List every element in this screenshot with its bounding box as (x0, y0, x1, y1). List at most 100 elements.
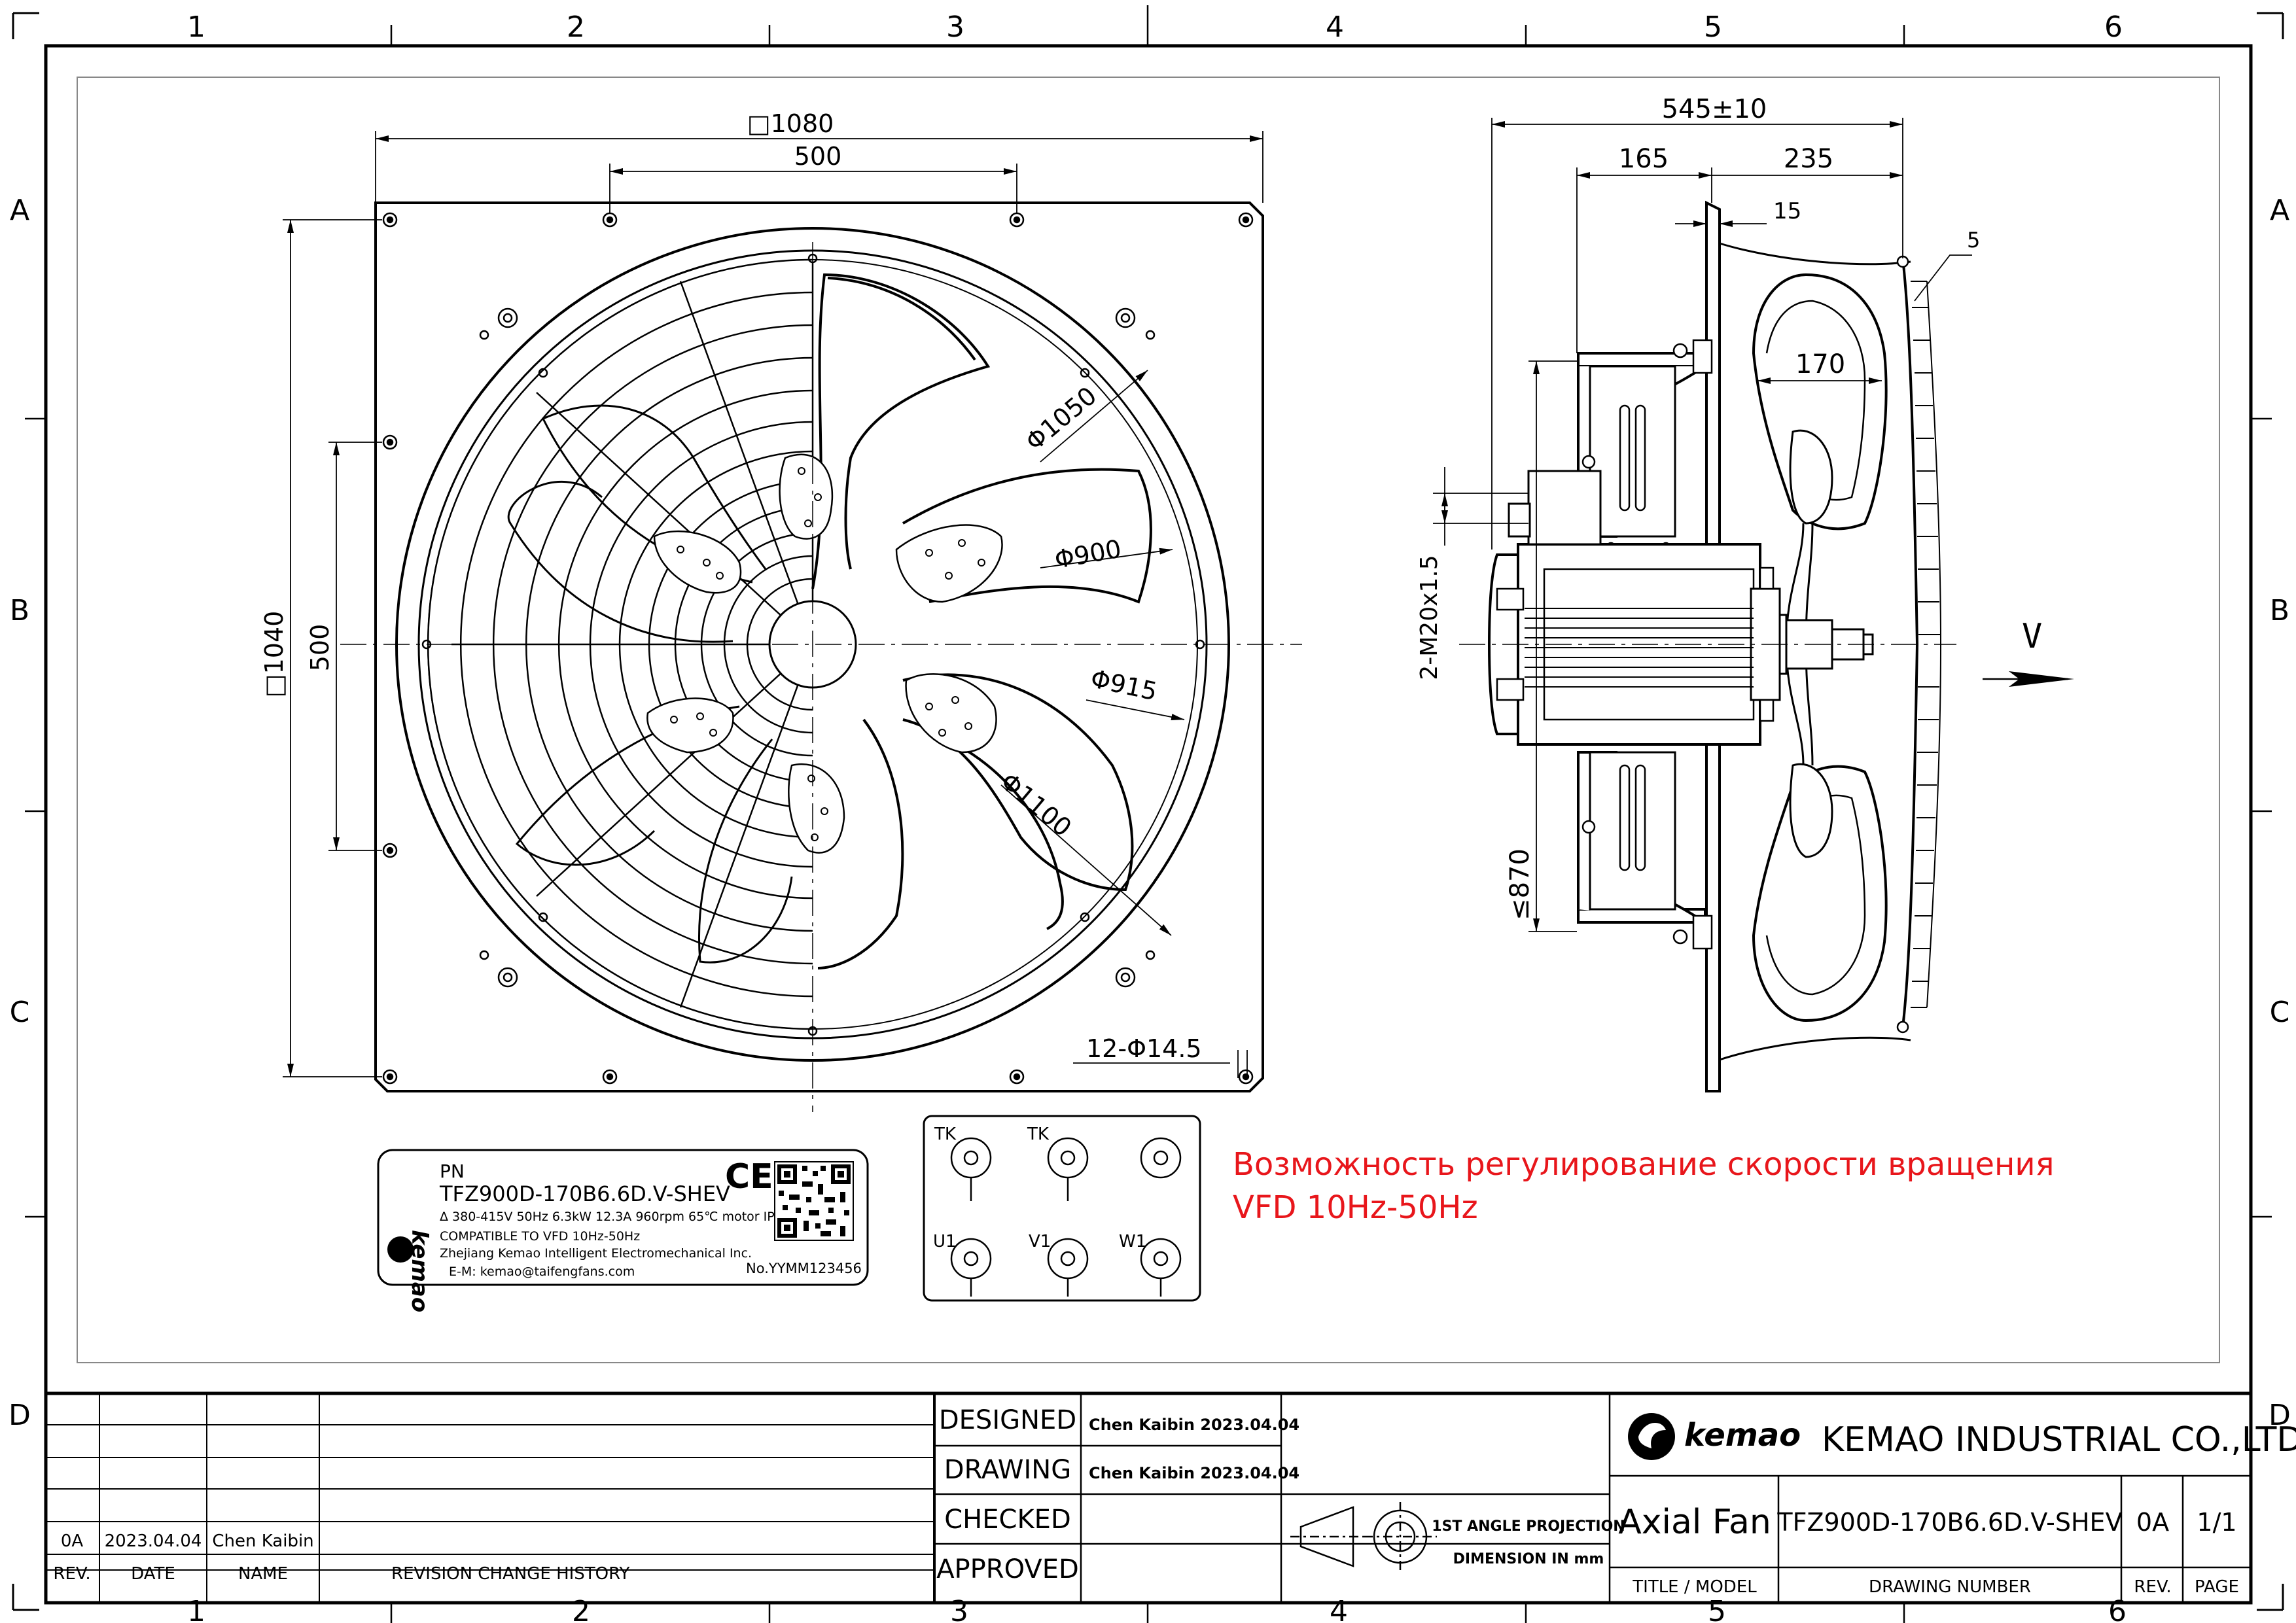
blades-right (811, 273, 1152, 969)
side-guard (1901, 258, 1919, 1028)
nameplate-brand: kemao (406, 1230, 433, 1312)
dim-blade-diameter: Φ900 (1052, 534, 1123, 574)
nameplate-model: TFZ900D-170B6.6D.V-SHEV (439, 1181, 730, 1206)
zone-row-c-left: C (10, 996, 30, 1029)
terminal-diagram: TK TK U1 V1 W1 (923, 1115, 1201, 1302)
revision-value: 0A (2136, 1508, 2169, 1537)
dim-depth-rear: 235 (1784, 144, 1833, 174)
header-date: DATE (131, 1564, 175, 1584)
zone-col-6-top: 6 (2104, 10, 2123, 44)
zone-labels: 1 2 3 4 5 6 1 2 3 4 5 6 A B C D A B C D (9, 10, 2291, 1623)
mounting-plate (374, 201, 1264, 1092)
title-label: TITLE / MODEL (1632, 1577, 1757, 1597)
zone-col-4-top: 4 (1326, 10, 1344, 44)
dim-hole-circle-diameter: Φ1100 (995, 767, 1077, 842)
dim-overall-height: □1040 (260, 611, 289, 698)
dim-flange: 15 (1773, 198, 1801, 224)
side-bracket (1577, 352, 1706, 924)
nameplate-specs: Δ 380-415V 50Hz 6.3kW 12.3A 960rpm 65℃ m… (440, 1210, 790, 1224)
side-dimension-lines (1433, 118, 1972, 932)
zone-col-3-top: 3 (946, 10, 964, 44)
side-venturi (1719, 242, 1911, 1061)
rev-row-rev: 0A (61, 1531, 84, 1551)
number-label: DRAWING NUMBER (1869, 1577, 2031, 1597)
nameplate-company: Zhejiang Kemao Intelligent Electromechan… (440, 1246, 752, 1261)
zone-row-d-left: D (9, 1399, 31, 1432)
zone-col-2-bottom: 2 (572, 1595, 590, 1623)
checked-label: CHECKED (944, 1505, 1071, 1535)
zone-col-5-top: 5 (1704, 10, 1722, 44)
dim-motor-height: ≤870 (1505, 848, 1535, 920)
rev-row-name: Chen Kaibin (212, 1531, 313, 1551)
mounting-holes (382, 212, 1254, 1085)
zone-col-5-bottom: 5 (1708, 1595, 1726, 1623)
dim-side-hole-spacing: 500 (306, 624, 334, 672)
company-logo-text: kemao (1684, 1417, 1801, 1454)
terminal-label-tk-2: TK (1027, 1125, 1050, 1144)
projection-line-2: DIMENSION IN mm (1453, 1551, 1604, 1567)
drawing-label: DRAWING (944, 1455, 1071, 1485)
dim-cable-gland: 2-M20x1.5 (1416, 555, 1443, 680)
note-line-1: Возможность регулирование скорости враще… (1233, 1146, 2054, 1183)
dim-overall-width: □1080 (747, 109, 834, 138)
terminal-label-v1: V1 (1029, 1232, 1051, 1251)
nameplate-compat: COMPATIBLE TO VFD 10Hz-50Hz (440, 1229, 640, 1244)
zone-row-a-right: A (2270, 194, 2289, 227)
front-dimension-lines (283, 131, 1263, 1078)
nameplate-serial: No.YYMM123456 (746, 1261, 862, 1276)
terminal-label-w1: W1 (1119, 1232, 1146, 1251)
motor-fins (1525, 608, 1754, 688)
zone-col-1-top: 1 (187, 10, 205, 44)
approved-label: APPROVED (936, 1554, 1079, 1584)
rev-row-date: 2023.04.04 (105, 1531, 202, 1551)
drawing-value: Chen Kaibin 2023.04.04 (1089, 1464, 1299, 1482)
note-line-2: VFD 10Hz-50Hz (1233, 1189, 1478, 1226)
blade-roots (646, 453, 1003, 854)
front-view: □1080 500 □1040 500 Φ1050 Φ900 Φ915 Φ110… (260, 109, 1302, 1112)
dim-ring-diameter: Φ915 (1088, 664, 1159, 706)
designed-value: Chen Kaibin 2023.04.04 (1089, 1416, 1299, 1434)
drawing-title: Axial Fan (1618, 1503, 1771, 1542)
blade-rivets (670, 467, 985, 841)
drawing-frame (12, 5, 2284, 1623)
terminal-label-u1: U1 (933, 1232, 957, 1251)
side-blades (1752, 273, 1888, 1022)
header-name: NAME (238, 1564, 288, 1584)
item-number: 5 (1967, 228, 1980, 253)
designed-label: DESIGNED (939, 1405, 1076, 1435)
airflow-label: V (2022, 617, 2042, 656)
projection-symbol-icon (1290, 1502, 1437, 1571)
ce-mark: CE (725, 1157, 773, 1196)
dim-blade-width: 170 (1795, 349, 1845, 379)
zone-col-2-top: 2 (567, 10, 585, 44)
speed-control-note: Возможность регулирование скорости враще… (1233, 1146, 2054, 1226)
drawing-number: TFZ900D-170B6.6D.V-SHEV (1776, 1508, 2122, 1537)
qr-code-icon (774, 1161, 854, 1241)
centerlines (340, 242, 1302, 1112)
company-name: KEMAO INDUSTRIAL CO.,LTD. (1822, 1420, 2296, 1459)
dim-overall-depth: 545±10 (1662, 94, 1767, 124)
dim-depth-front: 165 (1619, 144, 1669, 174)
terminal-label-tk-1: TK (934, 1125, 957, 1144)
projection-line-1: 1ST ANGLE PROJECTION (1432, 1518, 1625, 1535)
dim-outer-diameter: Φ1050 (1020, 381, 1102, 456)
page-value: 1/1 (2197, 1508, 2236, 1537)
rev-label: REV. (2134, 1577, 2171, 1597)
kemao-logo-icon (387, 1236, 414, 1263)
zone-row-a-left: A (10, 194, 29, 227)
dim-holes: 12-Φ14.5 (1086, 1034, 1202, 1063)
dim-top-hole-spacing: 500 (794, 142, 842, 171)
airflow-arrow: V (1983, 617, 2074, 687)
side-dimension-text: 545±10 165 235 15 170 2-M20x1.5 ≤870 5 (1416, 94, 1980, 920)
nameplate-pn-label: PN (440, 1161, 465, 1182)
page-label: PAGE (2195, 1577, 2239, 1597)
zone-col-1-bottom: 1 (187, 1595, 205, 1623)
header-history: REVISION CHANGE HISTORY (391, 1564, 630, 1584)
zone-col-3-bottom: 3 (950, 1595, 968, 1623)
zone-col-4-bottom: 4 (1330, 1595, 1348, 1623)
title-block (46, 1391, 2251, 1603)
zone-col-6-bottom: 6 (2108, 1595, 2127, 1623)
zone-row-c-right: C (2270, 996, 2290, 1029)
title-block-text: 0A 2023.04.04 Chen Kaibin REV. DATE NAME… (53, 1405, 2296, 1597)
